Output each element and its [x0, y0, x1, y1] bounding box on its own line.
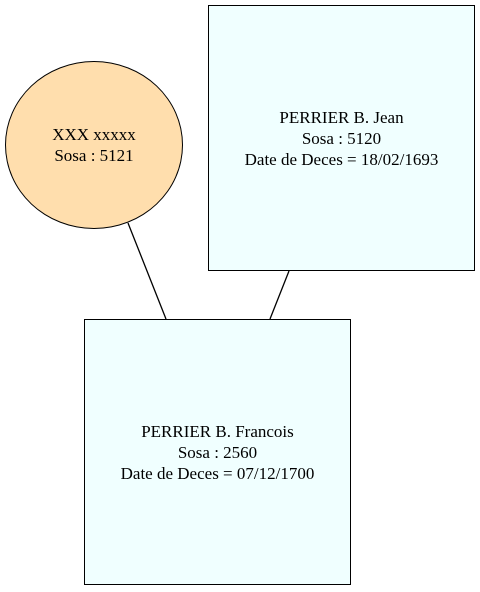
edge-father-to-child	[269, 270, 290, 320]
person-name: PERRIER B. Jean	[279, 107, 404, 127]
person-node-mother: XXX xxxxx Sosa : 5121	[5, 61, 183, 229]
person-sosa: Sosa : 2560	[177, 442, 258, 462]
edge-mother-to-child	[127, 222, 167, 320]
person-node-child: PERRIER B. Francois Sosa : 2560 Date de …	[84, 319, 351, 585]
person-death-date: Date de Deces = 18/02/1693	[244, 149, 439, 169]
person-sosa: Sosa : 5120	[301, 128, 382, 148]
person-name: XXX xxxxx	[52, 125, 136, 144]
person-sosa: Sosa : 5121	[54, 146, 134, 165]
person-node-father: PERRIER B. Jean Sosa : 5120 Date de Dece…	[208, 5, 475, 271]
person-name: PERRIER B. Francois	[141, 421, 294, 441]
person-death-date: Date de Deces = 07/12/1700	[120, 463, 315, 483]
